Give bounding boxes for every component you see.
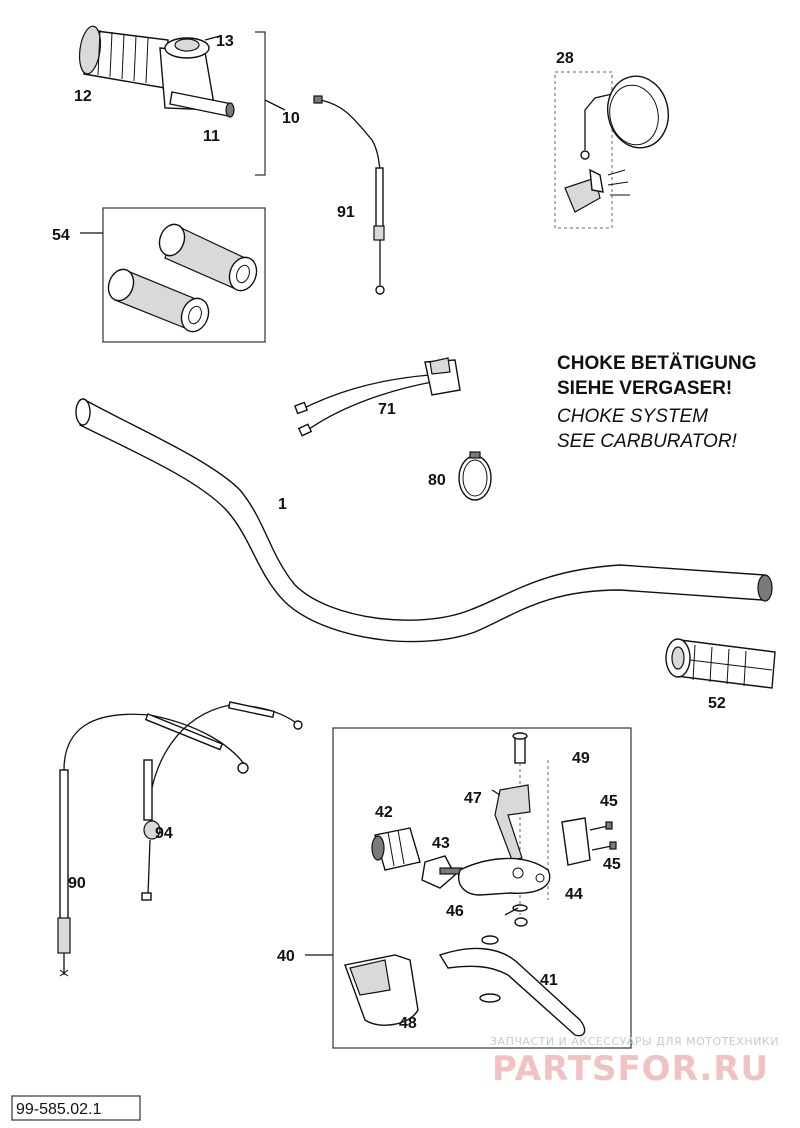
throttle-cable-91 — [313, 95, 385, 295]
lever-assembly-box-40 — [332, 727, 632, 1049]
label-90: 90 — [68, 875, 86, 892]
label-47: 47 — [464, 790, 482, 807]
label-13: 13 — [216, 33, 234, 50]
watermark: ЗАПЧАСТИ И АКСЕССУАРЫ ДЛЯ МОТОТЕХНИКИ PA… — [490, 1035, 779, 1089]
label-43: 43 — [432, 835, 450, 852]
choke-note: CHOKE BETÄTIGUNG SIEHE VERGASER! CHOKE S… — [557, 353, 757, 452]
label-94: 94 — [155, 825, 173, 842]
part-labels: 13 12 10 11 28 91 54 71 80 1 52 49 47 45… — [52, 33, 726, 1032]
throttle-grip-assembly — [78, 25, 235, 118]
label-28: 28 — [556, 50, 574, 67]
grip-set-box-54 — [102, 207, 266, 343]
watermark-logo: PARTSFOR.RU — [492, 1049, 769, 1089]
watermark-tagline: ЗАПЧАСТИ И АКСЕССУАРЫ ДЛЯ МОТОТЕХНИКИ — [490, 1035, 779, 1048]
clamp-80 — [458, 451, 492, 501]
lever-assembly-40 — [344, 732, 617, 1037]
label-41: 41 — [540, 972, 558, 989]
label-10: 10 — [282, 110, 300, 127]
label-45-top: 45 — [600, 793, 618, 810]
grip-set-54 — [107, 223, 258, 333]
choke-note-line-2: SIEHE VERGASER! — [557, 378, 732, 399]
mirror-kit-28 — [554, 71, 669, 229]
switch-71 — [294, 357, 461, 437]
label-71: 71 — [378, 401, 396, 418]
label-12: 12 — [74, 88, 92, 105]
bracket-10 — [255, 31, 266, 176]
drawing-code-box — [11, 1095, 141, 1121]
label-46: 46 — [446, 903, 464, 920]
cable-90 — [57, 713, 249, 977]
drawing-code: 99-585.02.1 — [16, 1101, 102, 1118]
choke-note-line-4: SEE CARBURATOR! — [557, 431, 738, 452]
label-54: 54 — [52, 227, 70, 244]
label-80: 80 — [428, 472, 446, 489]
label-49: 49 — [572, 750, 590, 767]
label-45-bottom: 45 — [603, 856, 621, 873]
grip-52 — [665, 638, 776, 689]
choke-note-line-3: CHOKE SYSTEM — [557, 406, 708, 427]
label-48: 48 — [399, 1015, 417, 1032]
label-11: 11 — [203, 128, 220, 145]
label-52: 52 — [708, 695, 726, 712]
choke-note-line-1: CHOKE BETÄTIGUNG — [557, 353, 757, 374]
label-44: 44 — [565, 886, 583, 903]
label-42: 42 — [375, 804, 393, 821]
label-40: 40 — [277, 948, 295, 965]
label-91: 91 — [337, 204, 355, 221]
handlebar-1 — [75, 398, 773, 643]
label-1: 1 — [278, 496, 287, 513]
cable-94 — [141, 701, 303, 901]
